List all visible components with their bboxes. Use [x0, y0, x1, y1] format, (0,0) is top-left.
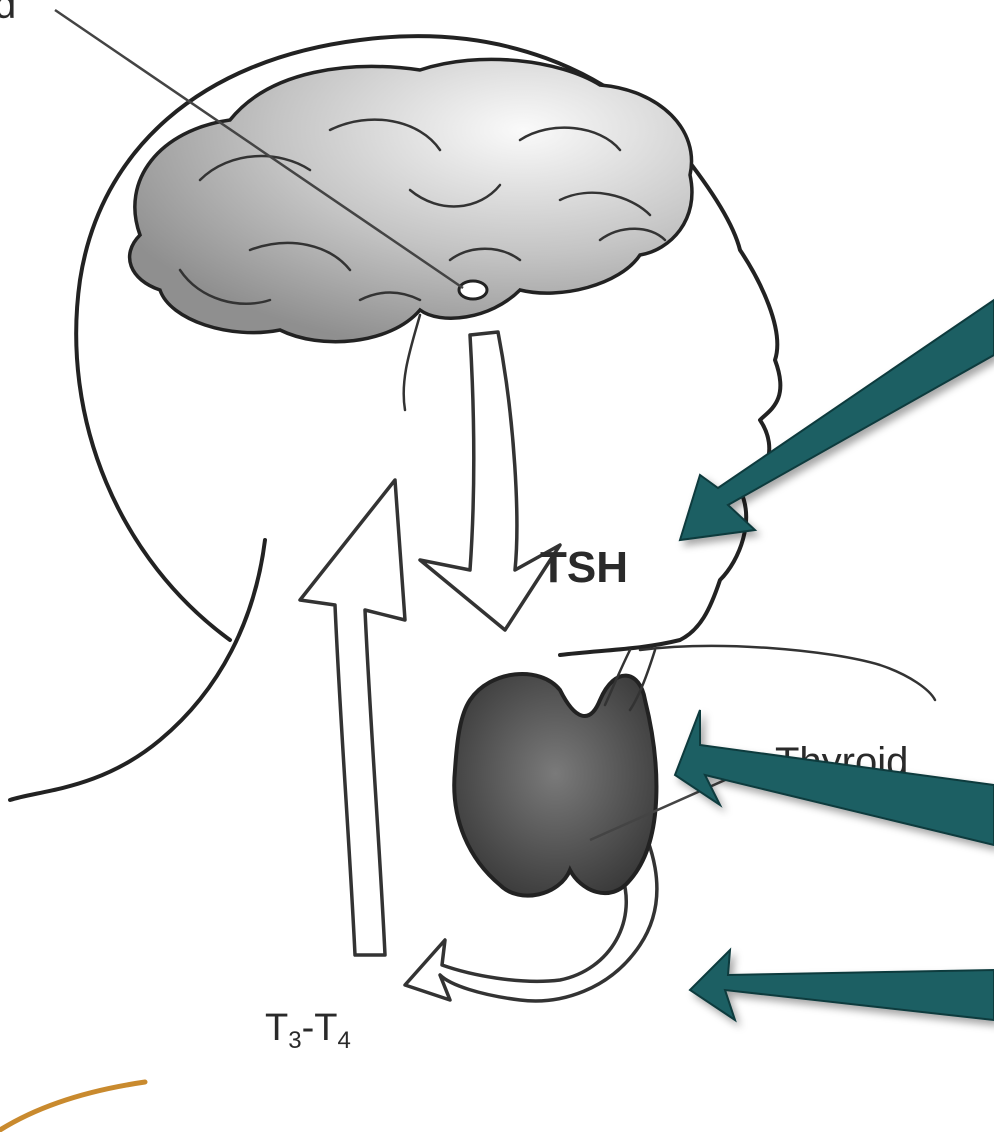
brain-stem — [404, 315, 420, 410]
accent-stroke — [0, 1082, 145, 1130]
cropped-label-text: d — [0, 0, 16, 27]
pituitary-gland — [459, 281, 487, 299]
tsh-label: TSH — [540, 543, 628, 592]
t3-t4-label: T3-T4 — [265, 1007, 351, 1054]
pointer-arrow-thyroid-secretion — [675, 710, 994, 845]
brain — [130, 59, 692, 341]
thyroid-gland — [454, 674, 656, 896]
neck-front-outline — [640, 646, 935, 700]
tsh-arrow — [420, 332, 560, 630]
pointer-arrow-feedback — [690, 950, 994, 1020]
pointer-arrows — [675, 300, 994, 1020]
pointer-arrow-tsh — [680, 300, 994, 540]
neck-back-outline — [10, 540, 265, 800]
svg-text:T3-T4: T3-T4 — [265, 1007, 351, 1054]
t3-t4-ascending-arrow — [300, 480, 405, 955]
